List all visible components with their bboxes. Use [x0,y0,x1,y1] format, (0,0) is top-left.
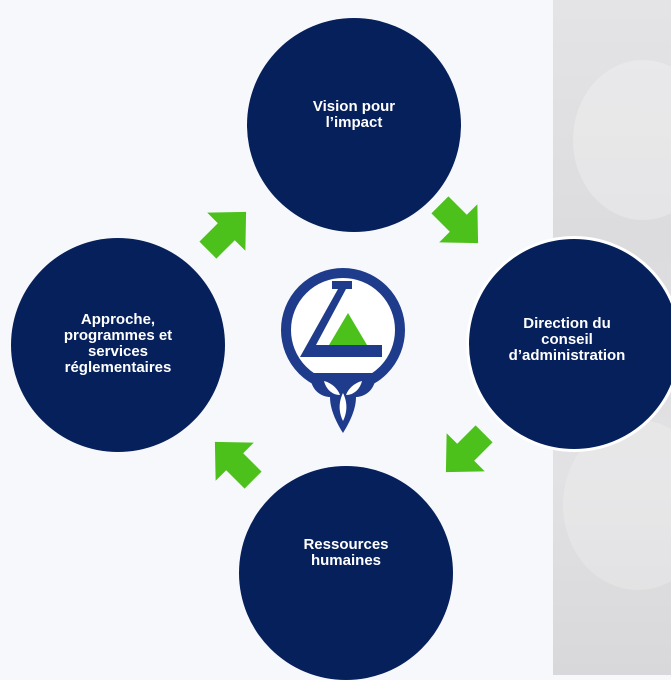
node-direction: Direction du conseil d’administration [466,236,671,452]
arrow-icon [214,441,262,489]
node-direction-label: Direction du conseil d’administration [508,315,626,364]
node-approche: Approche, programmes et services régleme… [11,238,225,452]
regulator-logo-icon [281,268,405,433]
arrow-icon [445,425,493,473]
node-ressources: Ressources humaines [239,466,453,680]
node-ressources-label: Ressources humaines [303,536,389,569]
arrow-icon [199,211,247,259]
node-vision: Vision pour l’impact [247,18,461,232]
node-vision-label: Vision pour l’impact [312,98,396,131]
arrow-icon [431,196,479,244]
node-approche-label: Approche, programmes et services régleme… [63,311,173,376]
